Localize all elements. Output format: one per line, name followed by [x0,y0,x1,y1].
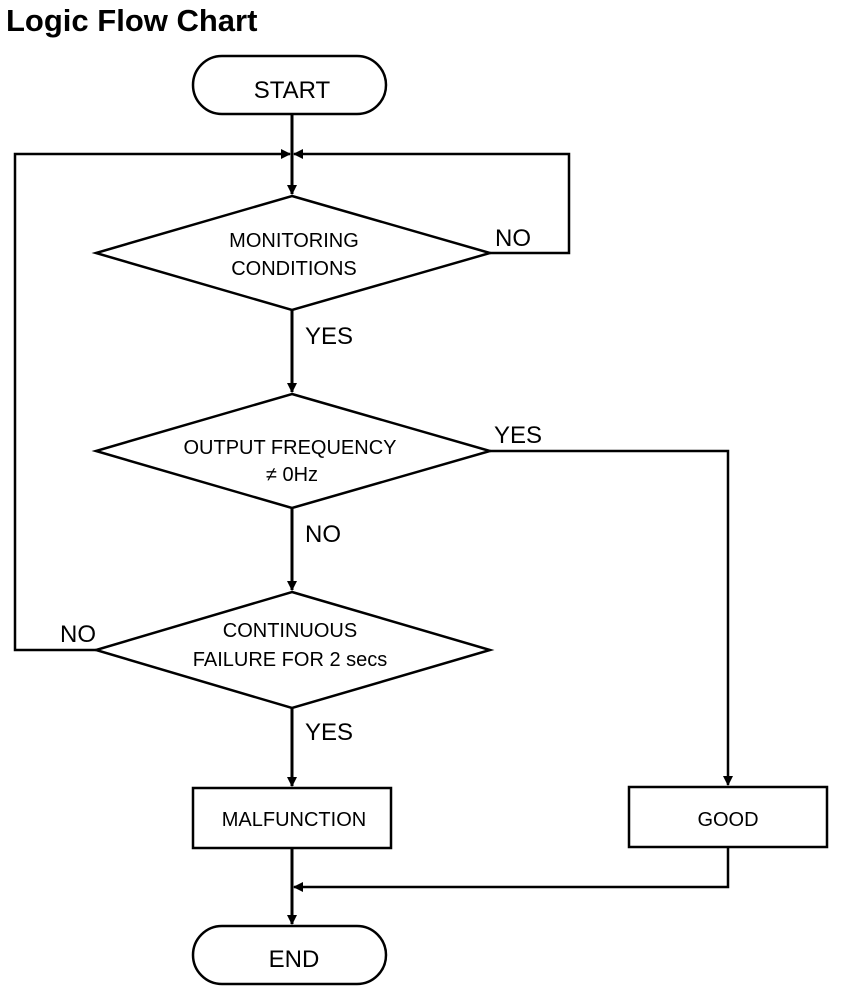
start-terminal: START [191,54,388,116]
monitoring-line-2: CONDITIONS [231,258,357,280]
end-label: END [269,946,320,973]
failure-no-label: NO [60,621,96,648]
good-box: GOOD [627,785,829,849]
output-frequency-line-2: ≠ 0Hz [266,464,318,486]
failure-yes-label: YES [305,719,353,746]
monitoring-line-1: MONITORING [229,230,359,252]
continuous-failure-line-1: CONTINUOUS [223,620,357,642]
decision-output-frequency: OUTPUT FREQUENCY ≠ 0Hz [91,392,495,510]
output-yes-label: YES [494,422,542,449]
page-title: Logic Flow Chart [6,3,258,38]
monitoring-yes-label: YES [305,323,353,350]
start-label: START [254,77,331,104]
malfunction-box: MALFUNCTION [191,786,393,850]
output-frequency-line-1: OUTPUT FREQUENCY [184,437,397,459]
good-label: GOOD [697,809,758,831]
continuous-failure-line-2: FAILURE FOR 2 secs [193,649,388,671]
decision-continuous-failure: CONTINUOUS FAILURE FOR 2 secs [91,590,495,710]
connector-monitoring-no-loop [293,149,571,255]
connector-output-yes-to-good [490,449,733,786]
connector-good-to-end [293,847,730,892]
monitoring-no-label: NO [495,225,531,252]
decision-monitoring-conditions: MONITORING CONDITIONS [91,194,495,312]
end-terminal: END [191,924,388,986]
connector-failure-no-loop [13,149,291,652]
output-no-label: NO [305,521,341,548]
malfunction-label: MALFUNCTION [222,809,366,831]
